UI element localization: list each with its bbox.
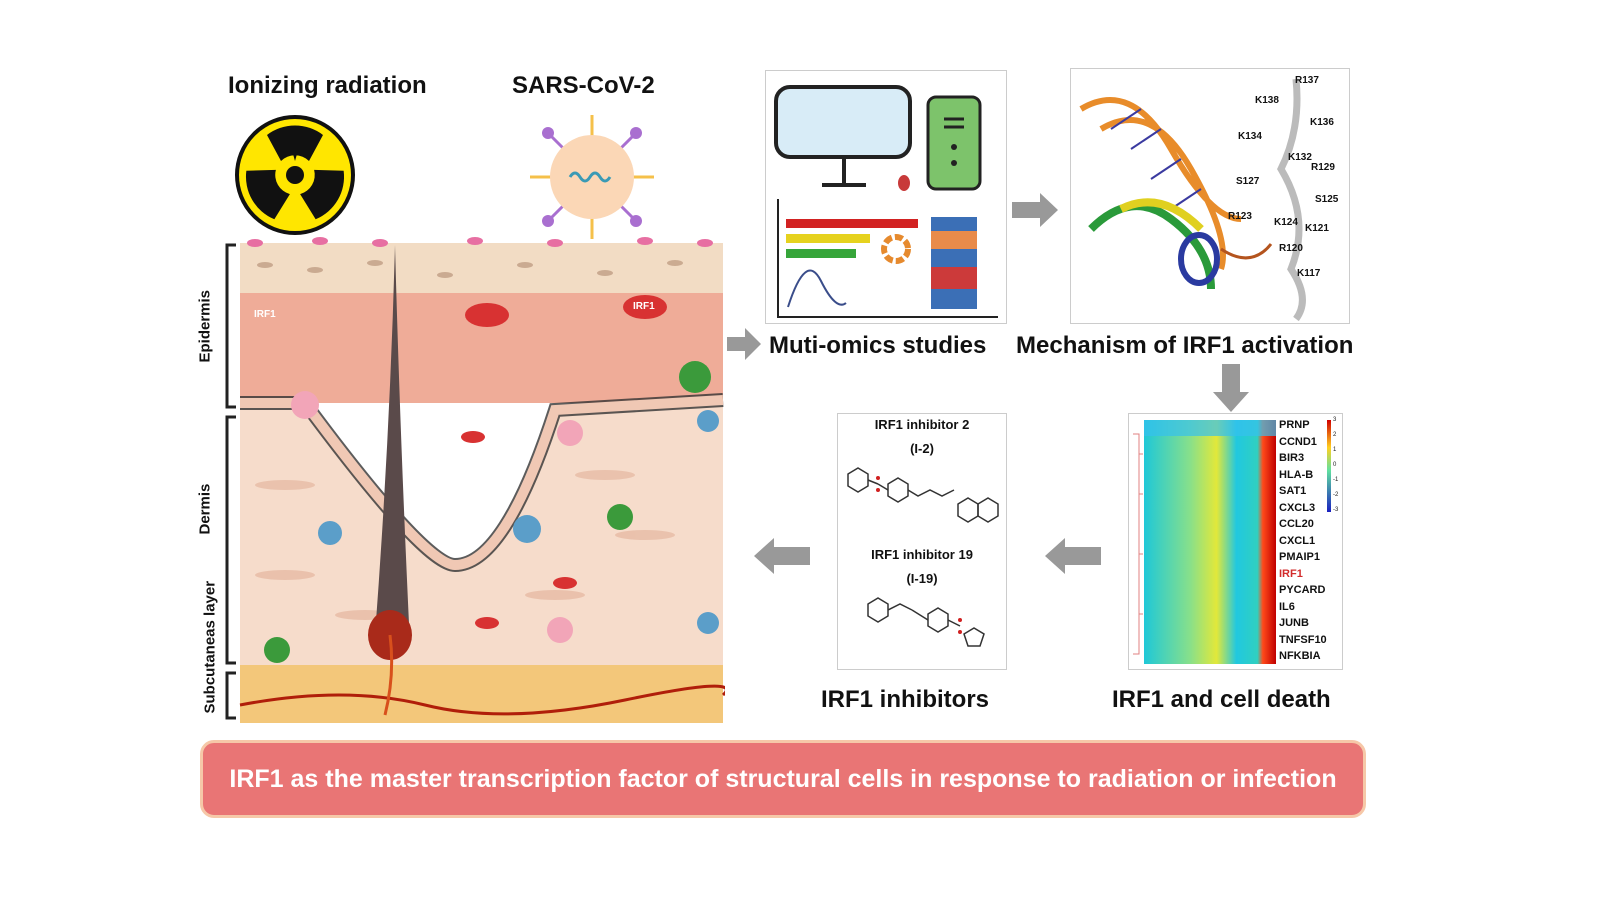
skin-cross-section [239,237,725,723]
summary-banner: IRF1 as the master transcription factor … [200,740,1366,818]
mechanism-panel [1070,68,1350,324]
heatmap-gene-label: TNFSF10 [1279,633,1327,646]
colorbar-tick: 0 [1333,462,1337,468]
omics-panel [765,70,1007,324]
mechanism-title: Mechanism of IRF1 activation [1016,332,1354,359]
residue-label: K132 [1288,152,1312,163]
residue-label: K134 [1238,131,1262,142]
residue-label: R123 [1228,211,1252,222]
colorbar-tick: 2 [1333,432,1337,438]
irf1-cell-label: IRF1 [633,301,655,312]
heatmap-gene-label: CCL20 [1279,518,1314,530]
inhibitors-title: IRF1 inhibitors [821,686,989,713]
residue-label: K124 [1274,217,1298,228]
heatmap-gene-label: CXCL3 [1279,501,1316,514]
heatmap-gene-label: PYCARD [1279,584,1326,596]
arrow-right-icon [727,328,761,360]
heatmap-gene-label: BIR3 [1279,452,1305,464]
colorbar-tick: -3 [1333,507,1339,513]
heatmap-gene-label: SAT1 [1279,485,1307,497]
heatmap-panel [1128,413,1343,670]
layer-label-epidermis: Epidermis [196,289,214,363]
colorbar-tick: 3 [1333,417,1337,423]
colorbar-tick: -1 [1333,477,1339,483]
layer-label-dermis: Dermis [196,483,214,535]
heatmap-gene-label: IRF1 [1279,567,1303,580]
residue-label: K117 [1297,268,1321,279]
residue-label: S125 [1315,194,1339,205]
residue-label: K136 [1310,117,1334,128]
irf1-cell-label: IRF1 [254,309,276,320]
virus-title: SARS-CoV-2 [512,72,655,99]
radiation-title: Ionizing radiation [228,72,427,99]
inhibitor-name: IRF1 inhibitor 19 [871,547,973,562]
heatmap-gene-label: PMAIP1 [1279,551,1320,563]
residue-label: R129 [1311,162,1335,173]
heatmap-graphic [1133,420,1331,664]
arrow-right-icon [1012,193,1058,227]
inhibitor-name: IRF1 inhibitor 2 [874,417,970,432]
irf1-dna-structure [1079,78,1306,322]
residue-label: K138 [1255,95,1279,106]
virus-icon [530,115,654,239]
heatmap-gene-label: CCND1 [1279,435,1317,448]
heatmap-gene-label: JUNB [1279,617,1309,629]
residue-label: R137 [1295,75,1319,86]
residue-label: S127 [1236,176,1260,187]
inhibitor-code: (I-19) [906,571,938,586]
radiation-hazard-icon [235,115,355,235]
heatmap-gene-label: HLA-B [1279,468,1314,481]
heatmap-title: IRF1 and cell death [1112,686,1331,713]
residue-label: K121 [1305,223,1329,234]
arrow-left-icon [1045,538,1101,574]
colorbar-tick: 1 [1333,447,1337,453]
heatmap-gene-label: IL6 [1279,600,1295,613]
residue-label: R120 [1279,243,1303,254]
heatmap-gene-label: NFKBIA [1279,650,1321,662]
heatmap-gene-label: PRNP [1279,419,1310,431]
layer-brackets [225,243,236,720]
omics-illustration [774,85,998,318]
chemical-structures [847,467,999,647]
arrow-down-icon [1213,364,1249,412]
colorbar-tick: -2 [1333,492,1339,498]
arrow-left-icon [754,538,810,574]
inhibitor-code: (I-2) [910,441,934,456]
heatmap-gene-label: CXCL1 [1279,534,1316,547]
layer-label-subcutaneous: Subcutaneas layer [201,580,219,714]
inhibitors-panel: IRF1 inhibitor 2 (I-2) IRF1 inhibitor 19… [837,413,1007,670]
omics-title: Muti-omics studies [769,332,987,359]
